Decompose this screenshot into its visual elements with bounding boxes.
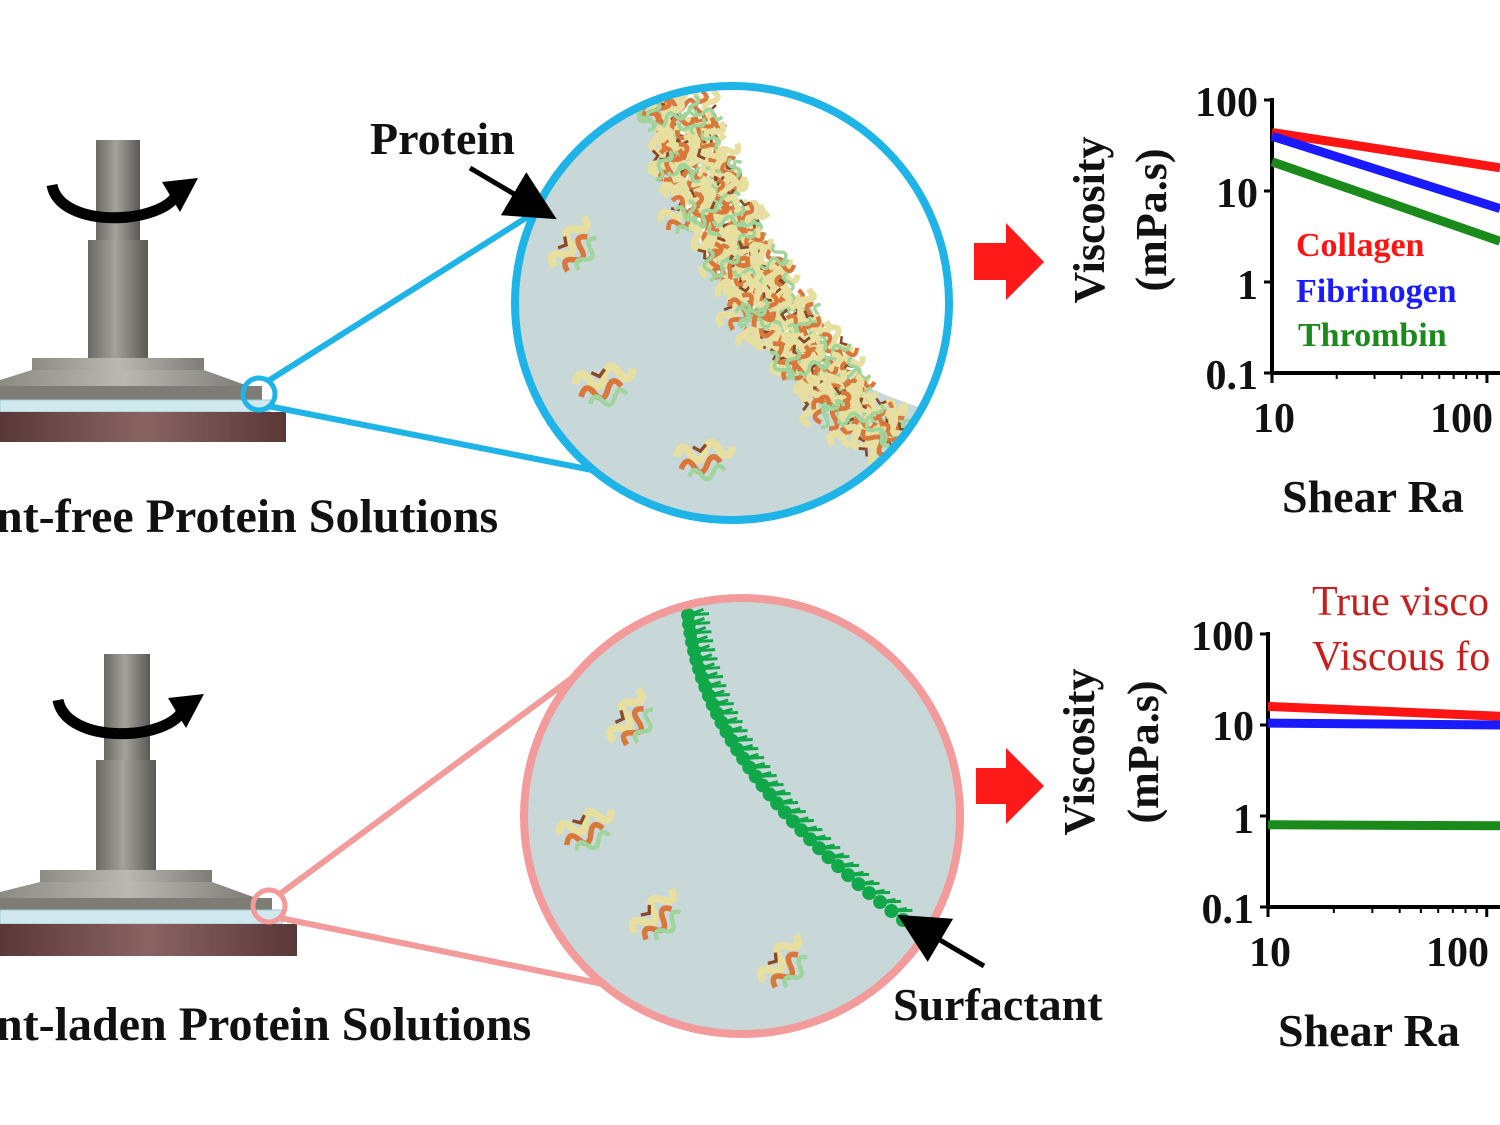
chart-top-ylabel-1: Viscosity [1065,136,1114,303]
chart-bottom: Viscosity (mPa.s) True visco Viscous fo … [1055,579,1500,1056]
chart-top-xlabel: Shear Ra [1282,471,1464,522]
chart-bottom-ylabel-1: Viscosity [1055,668,1104,835]
chart-top-series-0 [1271,127,1500,173]
red-arrow-bottom-icon [976,748,1044,824]
chart-bottom-ytick-1: 1 [1233,797,1254,843]
surfactant-head [785,814,800,829]
chart-top-xtick-10: 10 [1253,396,1295,442]
rheometer-top [0,140,286,442]
surfactant-head [862,886,877,901]
chart-bottom-series-1 [1267,718,1500,730]
zoom-line-lower [267,403,593,473]
zoom-line-lower-bottom [279,915,609,988]
chart-top-xtick-100: 100 [1430,396,1493,442]
surfactant-head [873,895,888,910]
chart-bottom-xtick-10: 10 [1249,930,1291,976]
chart-top-series-1 [1270,131,1500,213]
bottom-caption: nt-laden Protein Solutions [0,998,531,1051]
surfactant-head [884,904,899,919]
rotation-arrowhead-bottom-icon [168,694,204,728]
surfactant-head [841,868,856,883]
surfactant-head [812,841,827,856]
legend-fibrinogen: Fibrinogen [1296,273,1457,310]
chart-bottom-ylabel-2: (mPa.s) [1119,681,1168,824]
chart-bottom-series-2 [1267,820,1500,831]
magnified-view-top [515,86,949,520]
chart-top-series-2 [1270,157,1500,246]
magnified-circle-bottom [520,594,964,1038]
rheometer-bottom [0,654,297,956]
protein-pointer-icon [468,165,557,220]
chart-top-ylabel-2: (mPa.s) [1127,149,1176,292]
chart-top-ytick-1: 1 [1237,263,1258,309]
zoom-focus-circle [240,375,278,413]
surfactant-head [821,850,836,865]
surfactant-head [831,859,846,874]
note-viscous-forces: Viscous fo [1312,634,1490,680]
protein-callout: Protein [370,113,515,164]
chart-top-ytick-0.1: 0.1 [1206,353,1259,399]
legend-thrombin: Thrombin [1298,317,1447,354]
surfactant-head [803,832,818,847]
chart-bottom-series-0 [1267,701,1500,721]
free-protein-bottom-2 [628,887,681,941]
magnified-view-bottom [524,598,960,1034]
note-true-viscosity: True visco [1312,579,1489,625]
surfactant-head [851,877,866,892]
surfactant-callout: Surfactant [893,979,1103,1030]
rotation-arrow-icon [46,183,184,224]
rotation-arrow-bottom-icon [52,698,190,740]
chart-bottom-ytick-0.1: 0.1 [1202,887,1255,933]
chart-bottom-xtick-100: 100 [1426,930,1489,976]
surfactant-head [777,805,792,820]
zoom-line-upper-bottom [278,675,574,897]
surfactant-head [794,823,809,838]
free-protein-bottom-3 [756,932,808,989]
zoom-focus-circle-bottom [250,887,288,925]
rotation-arrowhead-icon [162,178,198,212]
chart-bottom-ytick-100: 100 [1191,614,1254,660]
top-caption: nt-free Protein Solutions [0,490,498,543]
free-protein-1 [571,362,638,407]
legend-collagen: Collagen [1296,227,1425,264]
chart-top-ytick-10: 10 [1216,171,1258,217]
red-arrow-top-icon [974,223,1044,300]
chart-bottom-xlabel: Shear Ra [1278,1005,1460,1056]
chart-bottom-ytick-10: 10 [1212,704,1254,750]
surfactant-pointer-icon [897,914,986,969]
magnified-circle-top [511,82,953,524]
aggregated-protein [845,421,891,468]
free-protein-bottom-1 [555,807,615,851]
chart-top-ytick-100: 100 [1195,80,1258,126]
free-protein-2 [672,438,737,482]
chart-top: Viscosity (mPa.s) 100 10 1 0.1 10 100 Sh… [1065,80,1500,522]
free-protein-bottom-0 [605,686,654,747]
free-protein-0 [547,214,597,273]
